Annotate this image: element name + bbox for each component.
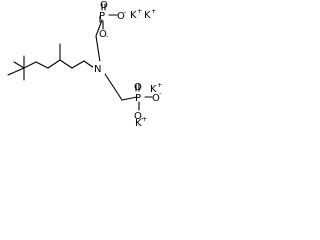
bond-chain-to-n bbox=[83, 60, 95, 69]
potassium-charge-3: + bbox=[157, 81, 162, 89]
phosphorus-label-upper: P bbox=[99, 11, 105, 22]
oxygen-label-lower-bottom: O bbox=[134, 111, 142, 122]
amine-arms bbox=[95, 19, 138, 101]
oxygen-charge-lower-bottom: - bbox=[141, 114, 144, 122]
bond-chain-3 bbox=[47, 59, 61, 69]
bond-chain-2 bbox=[35, 61, 49, 69]
phosphonate-lower bbox=[135, 83, 153, 111]
oxygen-label-upper-bottom: O bbox=[99, 29, 107, 40]
oxygen-charge-upper-bottom: - bbox=[106, 32, 109, 40]
oxygen-label-upper-right: O bbox=[117, 11, 125, 22]
chemical-structure-diagram: N P O O - O - P O O - O - K + K + K + K … bbox=[7, 0, 162, 129]
bond-ch2-up bbox=[95, 19, 103, 37]
potassium-label-3: K bbox=[150, 84, 157, 95]
oxygen-charge-lower-right: - bbox=[159, 89, 162, 97]
potassium-label-4: K bbox=[135, 118, 142, 129]
atom-labels: N P O O - O - P O O - O - bbox=[93, 0, 162, 122]
oxygen-charge-upper-right: - bbox=[124, 8, 127, 16]
potassium-label-1: K bbox=[130, 10, 137, 21]
potassium-charge-4: + bbox=[142, 115, 147, 123]
counterions: K + K + K + K + bbox=[130, 7, 162, 129]
bond-chain-4 bbox=[59, 59, 73, 69]
nitrogen-label: N bbox=[94, 64, 101, 75]
oxygen-label-lower-right: O bbox=[152, 93, 160, 104]
phosphorus-label-lower: P bbox=[135, 93, 141, 104]
potassium-charge-2: + bbox=[151, 7, 156, 15]
bond-tbutyl-methyl-3 bbox=[7, 67, 25, 76]
carbon-chain bbox=[7, 43, 95, 81]
oxygen-label-upper-top: O bbox=[100, 0, 108, 11]
bond-tbutyl-methyl-1 bbox=[13, 61, 25, 69]
bond-ch2-down bbox=[121, 96, 138, 101]
bond-n-down bbox=[104, 73, 123, 101]
bond-n-up bbox=[95, 35, 101, 63]
bond-chain-5 bbox=[71, 60, 85, 69]
oxygen-label-lower-top: O bbox=[134, 82, 142, 93]
phosphonate-upper bbox=[99, 3, 118, 30]
potassium-charge-1: + bbox=[137, 7, 142, 15]
bond-chain-1 bbox=[23, 61, 37, 69]
potassium-label-2: K bbox=[144, 10, 151, 21]
